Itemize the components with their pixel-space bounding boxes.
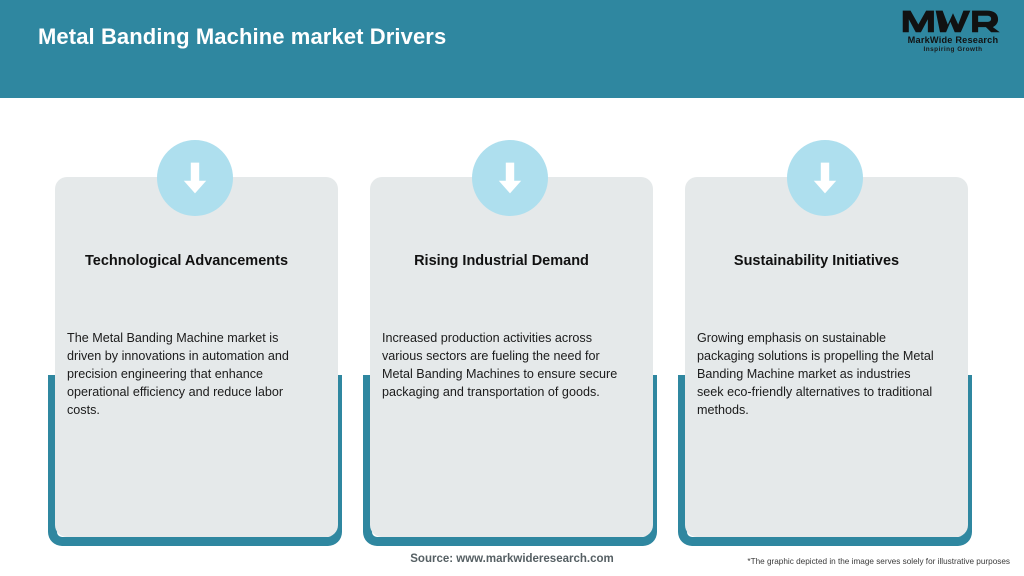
card-body [685, 177, 968, 537]
card-body [55, 177, 338, 537]
card-description: Growing emphasis on sustainable packagin… [697, 331, 934, 417]
header-bar [0, 0, 1024, 98]
card-title: Technological Advancements [84, 253, 289, 269]
card-description: The Metal Banding Machine market is driv… [67, 331, 289, 417]
arrow-down-icon [787, 140, 863, 216]
card-title: Rising Industrial Demand [414, 253, 589, 269]
footer-source: Source: www.markwideresearch.com [410, 553, 614, 565]
arrow-down-icon [472, 140, 548, 216]
arrow-down-icon [157, 140, 233, 216]
logo-tagline: Inspiring Growth [923, 46, 983, 53]
card-body [370, 177, 653, 537]
driver-card: Technological Advancements The Metal Ban… [45, 140, 345, 550]
footer-disclaimer: *The graphic depicted in the image serve… [747, 557, 1010, 566]
brand-logo: MarkWide Research Inspiring Growth [894, 8, 1012, 64]
logo-company-name: MarkWide Research [907, 35, 999, 45]
card-title: Sustainability Initiatives [733, 253, 900, 269]
mwr-logo-icon [902, 10, 1000, 33]
card-description: Increased production activities across v… [382, 331, 618, 399]
driver-card: Sustainability Initiatives Growing empha… [675, 140, 975, 550]
driver-card: Rising Industrial Demand Increased produ… [360, 140, 660, 550]
page-title: Metal Banding Machine market Drivers [38, 24, 447, 49]
